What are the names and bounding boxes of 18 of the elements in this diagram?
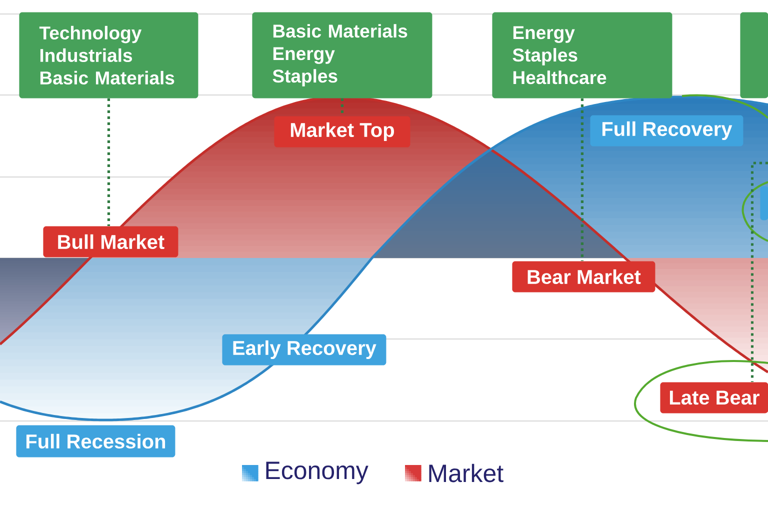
leader-line (750, 162, 768, 382)
sector-box: Technology Industrials Basic Materials (19, 12, 198, 98)
sector-box: Basic Materials Energy Staples (252, 12, 432, 98)
leader-line (340, 98, 344, 116)
legend-label: Market (429, 464, 504, 482)
phase-label: Bull Market (43, 226, 178, 258)
leader-line (107, 98, 110, 226)
phase-label (760, 186, 768, 220)
phase-label: Full Recession (16, 425, 176, 458)
legend-label: Economy (266, 462, 368, 484)
phase-label: Late Bear (660, 382, 768, 414)
phase-label: Market Top (274, 116, 410, 148)
leader-line (580, 98, 584, 261)
phase-label: Full Recovery (590, 115, 744, 146)
phase-label: Bear Market (512, 261, 656, 292)
phase-label: Early Recovery (222, 334, 386, 366)
sector-box (740, 12, 768, 98)
sector-box: Energy Staples Healthcare (492, 12, 672, 98)
